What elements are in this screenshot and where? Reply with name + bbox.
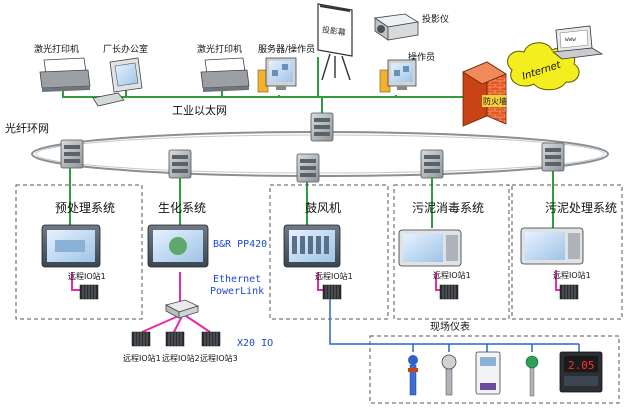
- io-module-bio-1: [131, 331, 151, 347]
- system-title-3: 鼓风机: [305, 201, 341, 215]
- field-title: 现场仪表: [430, 320, 470, 333]
- controller-display: 2.05: [568, 359, 595, 372]
- level-sensor-icon: [525, 355, 539, 397]
- network-label-ethernet: Ethernet: [213, 274, 261, 285]
- system-box-sludge-disinfection: [511, 184, 623, 320]
- projection-screen-icon: 投影幕: [317, 3, 353, 81]
- system-box-bio: [269, 184, 389, 320]
- system-title-5: 污泥处理系统: [545, 201, 617, 215]
- analyzer-icon: [475, 351, 501, 395]
- hmi-panel-3: [283, 224, 341, 268]
- bio-station-2: 远程IO站2: [162, 353, 200, 363]
- io-label: X20 IO: [237, 338, 273, 349]
- system-title-2: 生化系统: [158, 201, 206, 215]
- field-instruments-box: [369, 335, 620, 404]
- screen-text: 投影幕: [321, 24, 346, 37]
- projector-label: 投影仪: [422, 13, 449, 25]
- operator-workstation-icon: [379, 59, 417, 93]
- io-module-3: [322, 284, 342, 300]
- powerlink-hub-icon: [164, 299, 200, 319]
- server-workstation-icon: [257, 57, 297, 93]
- firewall-icon: 防火墙: [462, 61, 507, 127]
- ring-switch-main: [310, 112, 334, 142]
- ring-switch-2: [168, 149, 192, 179]
- io-module-4: [439, 284, 459, 300]
- system-box-pretreatment: [15, 184, 143, 320]
- ethernet-label: 工业以太网: [172, 104, 227, 117]
- ring-label: 光纤环网: [5, 121, 49, 135]
- station-label-1: 远程IO站1: [68, 271, 106, 281]
- bio-station-1: 远程IO站1: [123, 353, 161, 363]
- firewall-label: 防火墙: [483, 96, 507, 106]
- station-label-3: 远程IO站1: [315, 271, 353, 281]
- printer2-icon: [200, 57, 250, 92]
- ring-switch-3: [296, 153, 320, 183]
- powerlink-links: [71, 270, 560, 333]
- svg-text:www: www: [565, 36, 576, 43]
- ring-switch-1: [60, 139, 84, 169]
- projector-icon: [373, 13, 420, 41]
- hmi-model-label: B&R PP420: [213, 239, 267, 250]
- system-title-1: 预处理系统: [55, 201, 115, 215]
- office-label: 厂长办公室: [103, 43, 148, 55]
- digital-controller-icon: 2.05: [559, 351, 603, 393]
- server-label: 服务器/操作员: [258, 43, 315, 55]
- hmi-panel-5: [520, 227, 584, 265]
- hmi-panel-4: [398, 229, 462, 267]
- io-module-5: [559, 284, 579, 300]
- system-title-4: 污泥消毒系统: [412, 201, 484, 215]
- io-module-bio-2: [165, 331, 185, 347]
- bio-station-3: 远程IO站3: [200, 353, 238, 363]
- station-label-5: 远程IO站1: [553, 270, 591, 280]
- printer1-label: 激光打印机: [34, 43, 79, 55]
- internet-laptop-icon: www: [551, 25, 604, 60]
- ring-switch-5: [541, 142, 565, 172]
- printer1-icon: [39, 57, 91, 92]
- office-computer-icon: [92, 57, 143, 107]
- hmi-panel-1: [41, 224, 101, 268]
- network-label-powerlink: PowerLink: [210, 286, 264, 297]
- ring-switch-4: [420, 149, 444, 179]
- station-label-4: 远程IO站1: [433, 270, 471, 280]
- hmi-panel-2: [147, 224, 209, 268]
- system-box-blower-region: [393, 184, 510, 320]
- flow-meter-icon: [408, 355, 418, 396]
- pressure-transmitter-icon: [441, 354, 457, 396]
- printer2-label: 激光打印机: [197, 43, 242, 55]
- io-module-bio-3: [201, 331, 221, 347]
- io-module-1: [79, 284, 99, 300]
- field-bus: [329, 299, 580, 352]
